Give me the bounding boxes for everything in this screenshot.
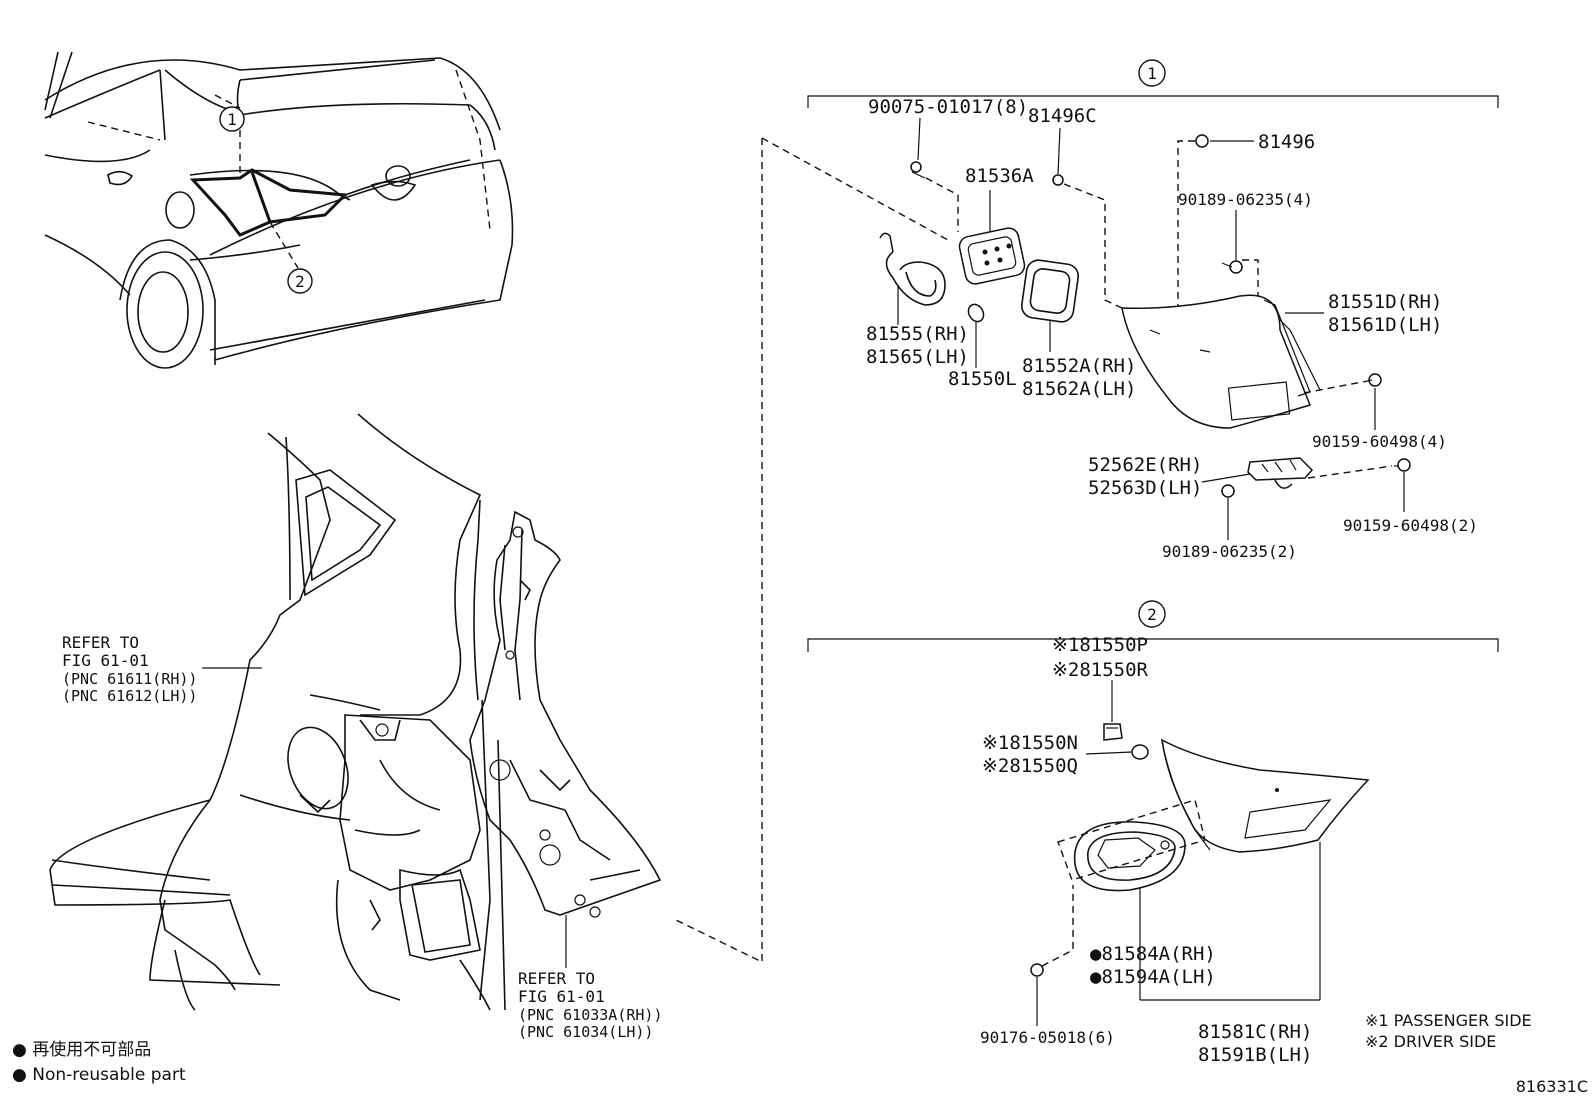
label-81496: 81496 (1258, 131, 1315, 153)
legend-non-reusable-en: ● Non-reusable part (12, 1065, 186, 1085)
label-81594a: ●81594A(LH) (1090, 966, 1216, 988)
refer1-line1: REFER TO (62, 633, 139, 652)
label-81550l: 81550L (948, 368, 1017, 390)
overview-callout-2: 2 (295, 272, 305, 291)
group2-callout-circle (1138, 600, 1166, 628)
label-90159-60498-4: 90159-60498(4) (1312, 432, 1447, 451)
label-81550r: ※281550R (1052, 659, 1149, 681)
label-81550p: ※181550P (1052, 634, 1148, 656)
label-81584a: ●81584A(RH) (1090, 943, 1216, 965)
group2-callout: 2 (1147, 605, 1157, 624)
refer1-line3: (PNC 61611(RH)) (62, 670, 197, 688)
label-81550n: ※181550N (982, 732, 1078, 754)
refer2-line1: REFER TO (518, 969, 595, 988)
refer1-line2: FIG 61-01 (62, 651, 149, 670)
refer2-line2: FIG 61-01 (518, 987, 605, 1006)
note-passenger-side: ※1 PASSENGER SIDE (1365, 1011, 1532, 1030)
label-90075-01017: 90075-01017(8) (868, 96, 1028, 118)
refer1-line4: (PNC 61612(LH)) (62, 687, 197, 705)
car-overview-illustration (44, 51, 514, 369)
label-90176-05018: 90176-05018(6) (980, 1028, 1115, 1047)
refer2-line3: (PNC 61033A(RH)) (518, 1006, 663, 1024)
legend-non-reusable-jp: ● 再使用不可部品 (12, 1039, 151, 1060)
refer2-line4: (PNC 61034(LH)) (518, 1023, 653, 1041)
label-52562e: 52562E(RH) (1088, 454, 1202, 476)
group2-bracket (807, 638, 1499, 652)
label-81565: 81565(LH) (866, 346, 969, 368)
quarter-panel-illustration (49, 413, 662, 1011)
figure-id: 816331C (1516, 1077, 1588, 1096)
label-90159-60498-2: 90159-60498(2) (1343, 516, 1478, 535)
group1-callout-circle (1138, 59, 1166, 87)
label-81555: 81555(RH) (866, 323, 969, 345)
label-90189-06235-2: 90189-06235(2) (1162, 542, 1297, 561)
label-81551d: 81551D(RH) (1328, 291, 1442, 313)
group1-bracket (807, 95, 1499, 108)
group1-parts-illustration (879, 117, 1411, 540)
group2-parts-illustration (1030, 680, 1370, 1026)
label-90189-06235-4: 90189-06235(4) (1178, 190, 1313, 209)
label-81562a: 81562A(LH) (1022, 378, 1136, 400)
label-81581c: 81581C(RH) (1198, 1021, 1312, 1043)
group1-callout: 1 (1147, 64, 1157, 83)
note-driver-side: ※2 DRIVER SIDE (1365, 1032, 1496, 1051)
label-81591b: 81591B(LH) (1198, 1044, 1312, 1066)
label-81552a: 81552A(RH) (1022, 355, 1136, 377)
label-81550q: ※281550Q (982, 755, 1078, 777)
group1-connection-line (675, 138, 763, 964)
overview-callout-1: 1 (227, 110, 237, 129)
label-52563d: 52563D(LH) (1088, 477, 1202, 499)
label-81536a: 81536A (965, 165, 1034, 187)
label-81496c: 81496C (1028, 105, 1097, 127)
label-81561d: 81561D(LH) (1328, 314, 1442, 336)
